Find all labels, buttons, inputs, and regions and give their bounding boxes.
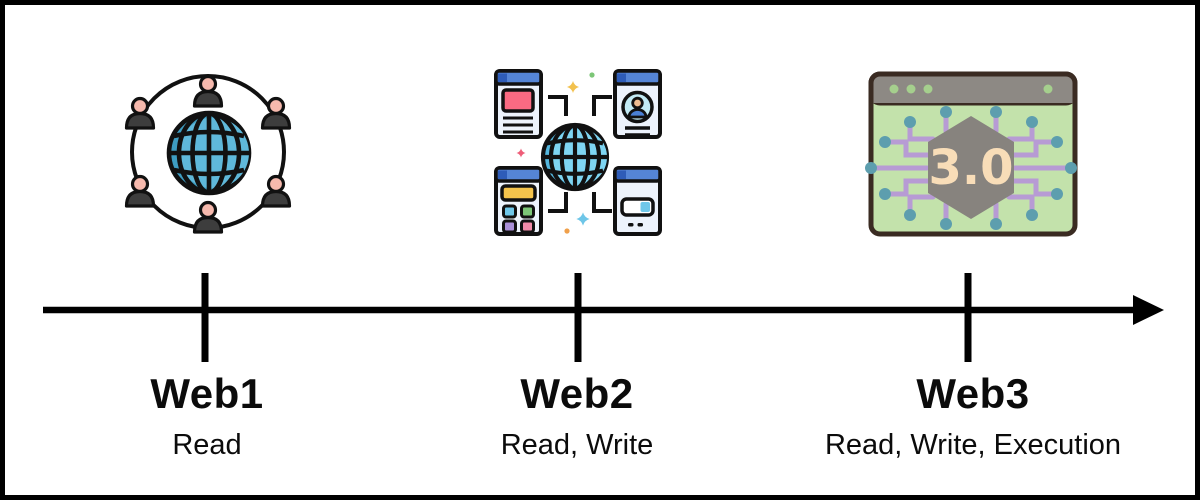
app-window-settings-icon [613,166,662,236]
user-node-icon [124,174,156,208]
globe-icon [166,110,252,196]
sparkle-yellow-icon [567,81,579,93]
timeline-item-web3: Web3 Read, Write, Execution [824,370,1122,462]
era-title: Web2 [520,370,634,417]
axis-arrowhead-icon [1133,295,1164,325]
timeline-item-web2: Web2 Read, Write [500,370,654,462]
timeline-item-web1: Web1 Read [150,370,264,462]
hexagon-badge [928,116,1014,219]
era-capabilities: Read, Write [500,429,654,461]
sparkle-pink-icon [516,148,526,158]
user-node-icon [192,200,224,234]
era-title: Web3 [916,370,1030,417]
diagram-artwork: 3.0 [43,69,1164,362]
dot-orange-icon [564,228,570,234]
globe-icon [540,122,610,192]
version-3-0-text: 3.0 [928,140,1013,196]
web2-globe-connected-apps-icon [494,69,662,236]
app-window-profile-icon [613,69,662,139]
web1-networked-users-globe-icon [124,74,292,234]
user-node-icon [192,74,224,108]
user-node-icon [260,174,292,208]
app-window-calculator-icon [494,166,543,236]
circuit-traces [874,113,1068,222]
dot-green-icon [589,72,595,78]
sparkle-blue-icon [576,212,590,226]
titlebar-dots [889,84,1053,94]
era-capabilities: Read, Write, Execution [824,429,1122,461]
web3-browser-chip-icon: 3.0 [865,71,1078,237]
era-capabilities: Read [172,429,242,461]
titlebar-strip [873,93,1073,103]
connector-brackets [548,95,612,213]
timeline-axis [43,273,1164,362]
circuit-nodes [865,106,1077,230]
era-title: Web1 [150,370,264,417]
app-window-blog-icon [494,69,543,139]
